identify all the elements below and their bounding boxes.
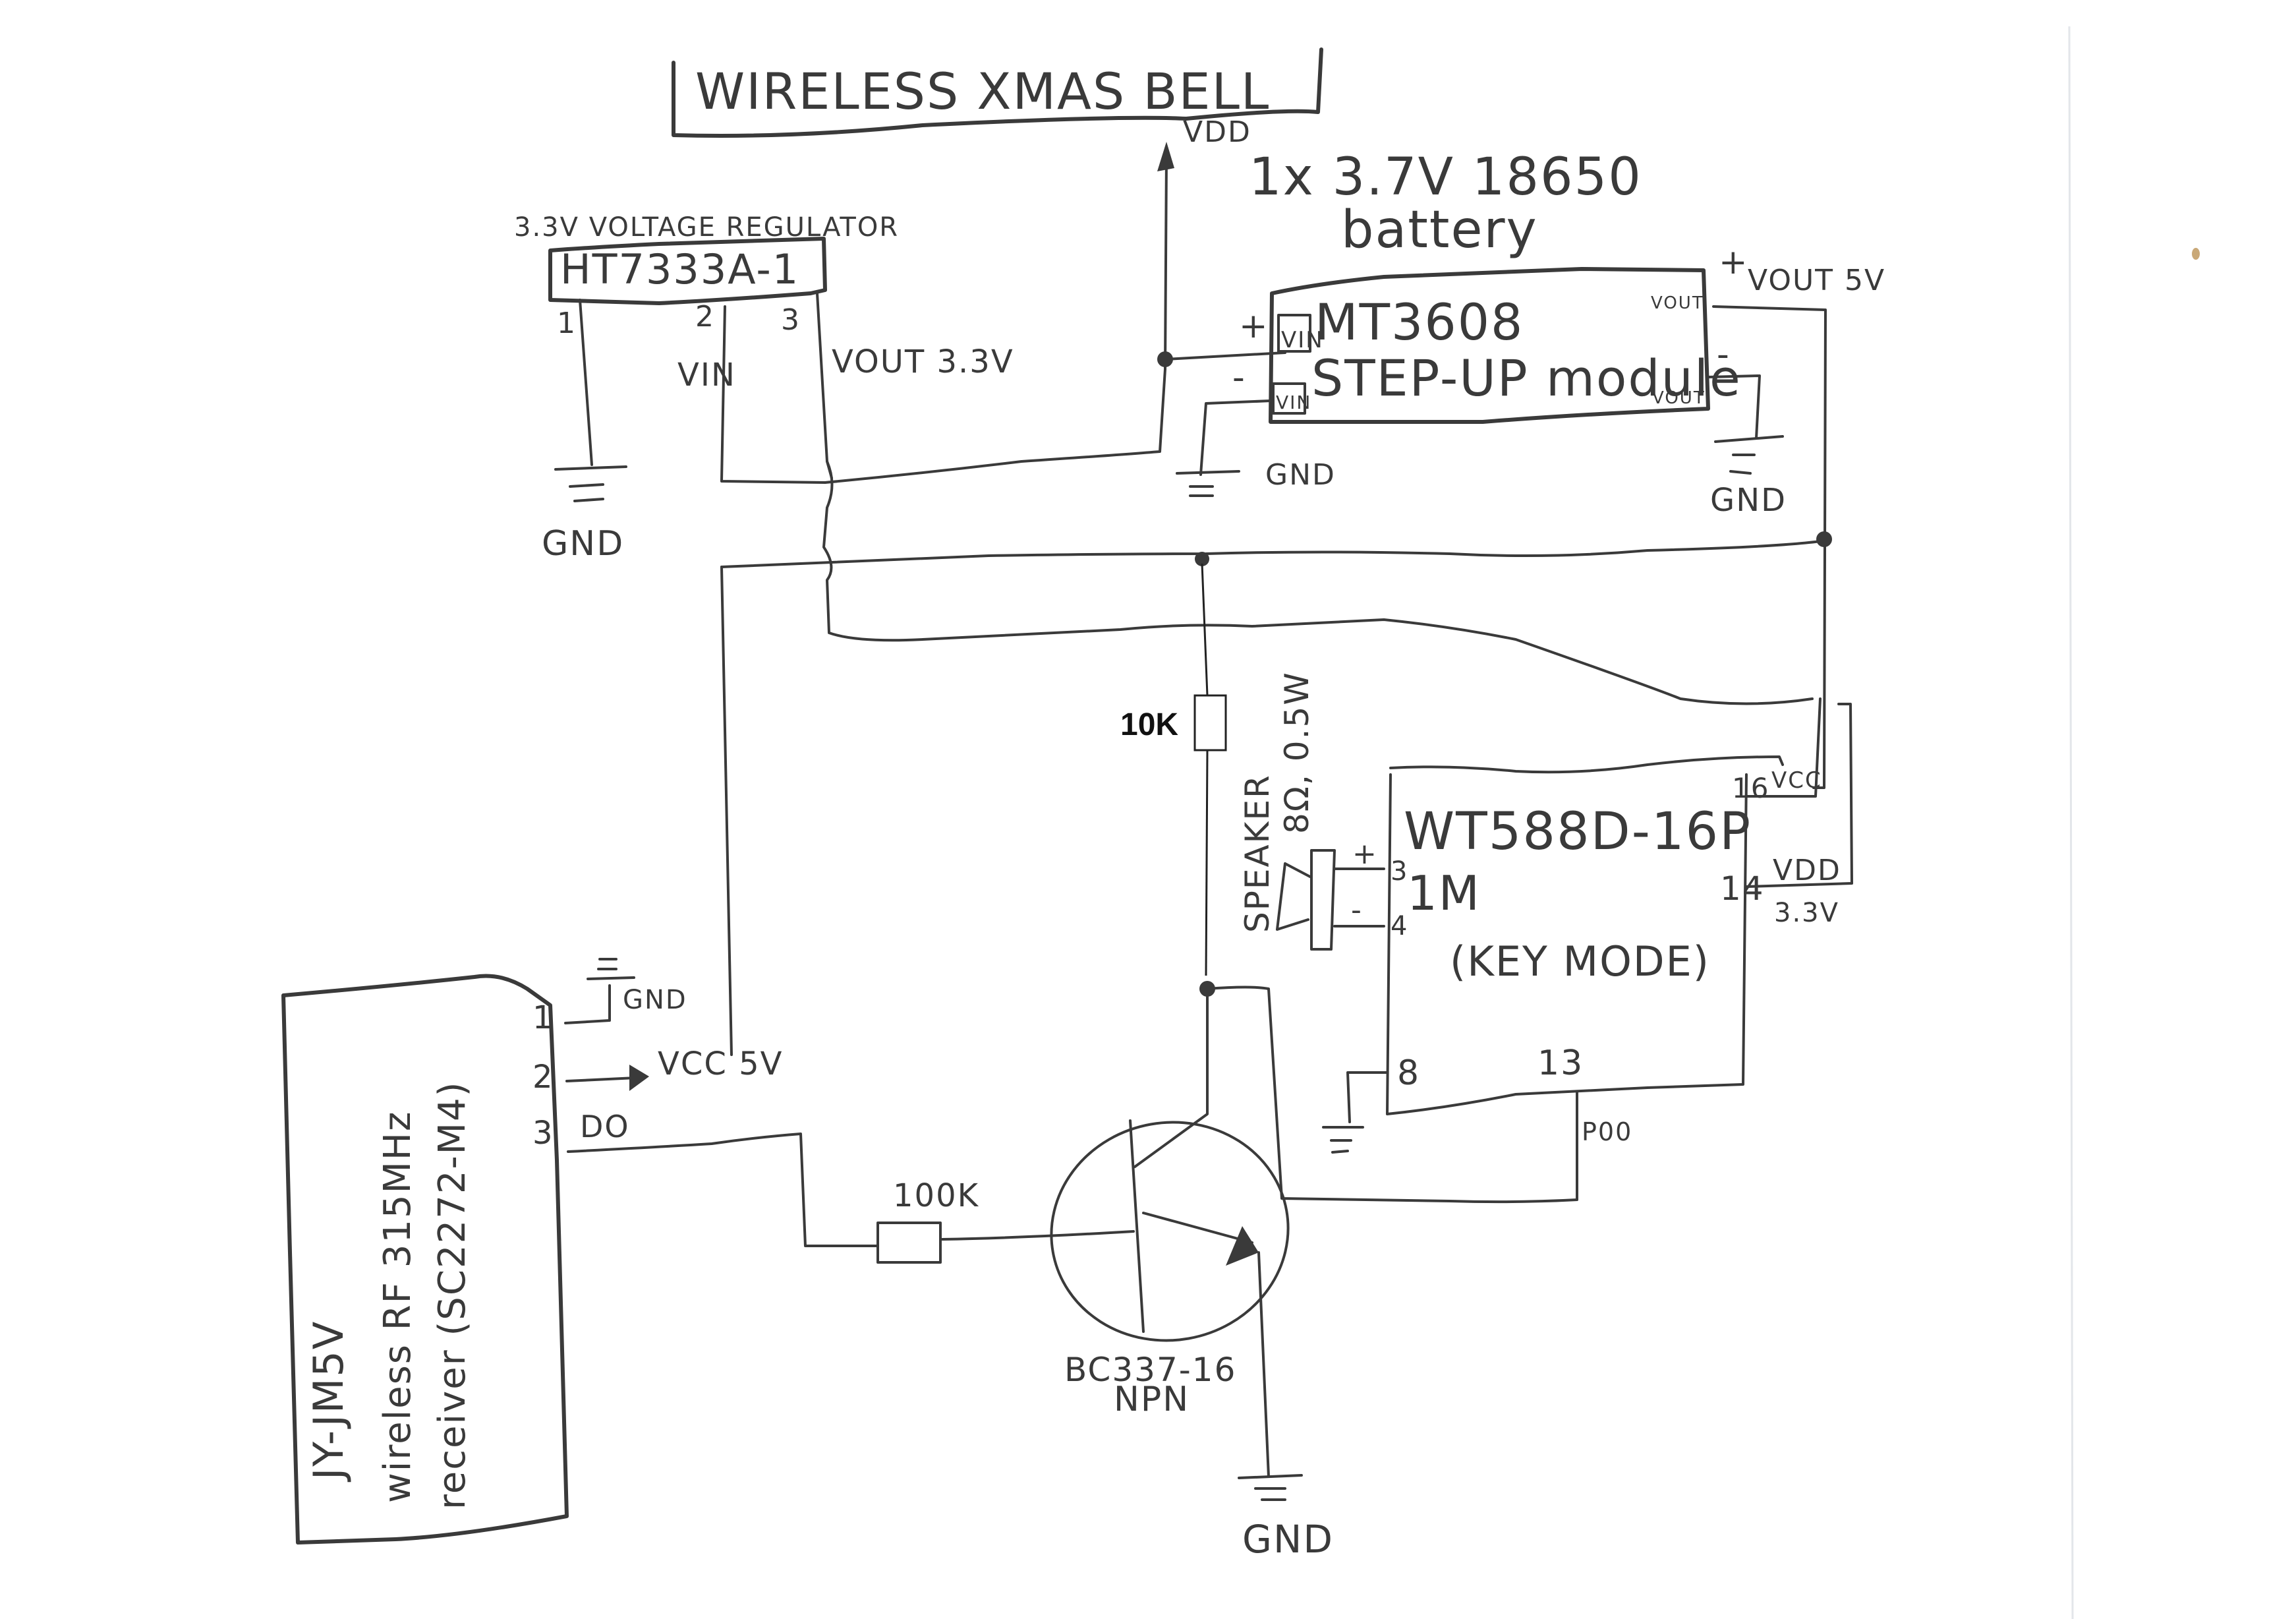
arrow-up-icon xyxy=(1157,142,1174,171)
ic-line1: WT588D-16P xyxy=(1404,802,1752,862)
ic-p00: P00 xyxy=(1582,1117,1632,1146)
ic-pin8: 8 xyxy=(1397,1053,1420,1093)
ic-line2: 1M xyxy=(1407,866,1481,921)
ic-line3: (KEY MODE) xyxy=(1450,937,1710,986)
resistor-10k: 10K xyxy=(1120,563,1227,976)
vin-plus-pin-box xyxy=(1277,314,1311,353)
receiver-pin1: 1 xyxy=(532,999,554,1036)
regulator-vout: VOUT 3.3V xyxy=(832,343,1014,380)
ic-vdd: VDD xyxy=(1773,854,1841,887)
vout-top-pin: VOUT xyxy=(1651,293,1704,313)
transistor-part: BC337-16 xyxy=(1064,1351,1236,1389)
rf-receiver: JY-JM5V wireless RF 315MHz receiver (SC2… xyxy=(281,958,878,1545)
vout-5v-label: VOUT 5V xyxy=(1748,264,1885,297)
gnd-label: GND xyxy=(1242,1517,1334,1562)
minus-speaker: - xyxy=(1351,893,1363,927)
voltage-regulator: 3.3V VOLTAGE REGULATOR HT7333A-1 1 2 3 V… xyxy=(514,212,1014,484)
wt588d-module: WT588D-16P 1M (KEY MODE) 3 4 8 13 14 16 … xyxy=(1206,697,1853,1204)
arrow-right-icon xyxy=(629,1065,649,1091)
ic-pin3: 3 xyxy=(1391,856,1408,887)
plus-out: + xyxy=(1719,243,1749,282)
vin-minus-pin: VIN xyxy=(1276,392,1311,413)
r2-value: 100K xyxy=(893,1177,979,1214)
gnd-label: GND xyxy=(1265,458,1336,492)
vin-plus-pin: VIN xyxy=(1281,327,1324,353)
paper-edge xyxy=(2068,26,2074,1619)
stepup-module: VIN VIN MT3608 STEP-UP module VOUT VOUT … xyxy=(1199,243,1885,476)
receiver-pin2: 2 xyxy=(532,1059,554,1096)
receiver-vcc: VCC 5V xyxy=(658,1045,784,1082)
emitter-arrow-icon xyxy=(1226,1226,1259,1266)
receiver-do: DO xyxy=(580,1109,630,1144)
junction-dot xyxy=(1195,552,1209,566)
regulator-caption: 3.3V VOLTAGE REGULATOR xyxy=(514,212,899,243)
receiver-line1: JY-JM5V xyxy=(304,1320,353,1483)
ic-pin14: 14 xyxy=(1720,869,1765,908)
speaker-label-line1: SPEAKER xyxy=(1238,774,1277,933)
gnd-ic xyxy=(1322,1126,1364,1154)
plus-in: + xyxy=(1239,307,1269,346)
gnd-label: GND xyxy=(1710,482,1787,519)
r1-value: 10K xyxy=(1120,707,1178,742)
vdd-arrow: VDD xyxy=(1157,115,1251,370)
gnd-label: GND xyxy=(542,524,624,564)
regulator-pin2: 2 xyxy=(695,300,715,334)
battery-label-line2: battery xyxy=(1341,200,1538,260)
gnd-transistor: GND xyxy=(1238,1474,1334,1562)
vin-minus-pin-box xyxy=(1272,382,1306,415)
regulator-part: HT7333A-1 xyxy=(560,245,799,293)
ic-pin13: 13 xyxy=(1537,1044,1584,1083)
receiver-line2: wireless RF 315MHz xyxy=(376,1111,419,1503)
regulator-pin1: 1 xyxy=(557,307,577,340)
receiver-gnd: GND xyxy=(623,985,687,1015)
vdd-label: VDD xyxy=(1183,115,1251,149)
speaker: + - SPEAKER 8Ω, 0.5W xyxy=(1238,671,1385,951)
minus-out: - xyxy=(1717,335,1731,374)
npn-transistor: BC337-16 NPN xyxy=(1050,987,1290,1478)
title-text: WIRELESS XMAS BELL xyxy=(695,62,1270,121)
ic-vcc: VCC xyxy=(1771,767,1822,794)
stepup-line1: MT3608 xyxy=(1315,293,1524,351)
ic-pin16: 16 xyxy=(1732,772,1769,804)
speaker-label-line2: 8Ω, 0.5W xyxy=(1278,671,1316,834)
regulator-pin3: 3 xyxy=(781,303,801,337)
gnd-regulator: GND xyxy=(542,465,627,564)
ic-pin4: 4 xyxy=(1391,911,1408,941)
ic-vdd-voltage: 3.3V xyxy=(1774,898,1839,928)
stepup-line2: STEP-UP module xyxy=(1311,349,1742,407)
battery-label-line1: 1x 3.7V 18650 xyxy=(1249,148,1642,207)
minus-in: - xyxy=(1232,358,1246,397)
gnd-stepup-in: GND xyxy=(1176,458,1336,497)
regulator-vin: VIN xyxy=(677,357,736,394)
title-box: WIRELESS XMAS BELL xyxy=(672,47,1323,138)
vout-bottom-pin: VOUT xyxy=(1652,388,1706,408)
receiver-line3: receiver (SC2272-M4) xyxy=(431,1081,474,1510)
paper-speck xyxy=(2192,248,2200,260)
transistor-type: NPN xyxy=(1114,1380,1190,1419)
gnd-stepup-out: GND xyxy=(1710,435,1787,519)
plus-speaker: + xyxy=(1352,837,1378,871)
resistor-100k: 100K xyxy=(876,1177,1135,1264)
receiver-pin3: 3 xyxy=(532,1115,554,1152)
